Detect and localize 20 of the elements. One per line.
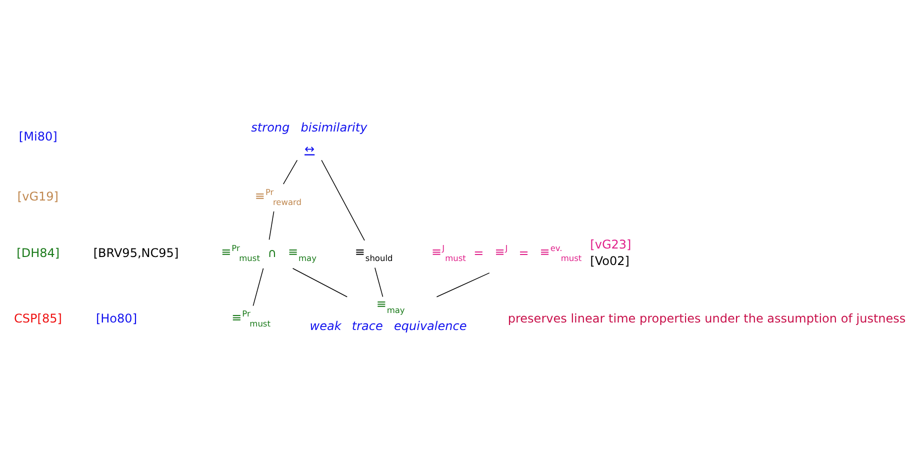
- label: CSP[85]: [14, 310, 62, 325]
- connector: [268, 210, 274, 240]
- label: [Ho80]: [96, 310, 138, 325]
- connector: [436, 272, 490, 297]
- connector: [374, 266, 384, 297]
- node-text: ≡$_{may}$ weak trace equivalence: [310, 296, 467, 332]
- connector: [252, 267, 264, 306]
- node-text: strong bisimilarity ↔: [251, 120, 368, 156]
- label: [DH84]: [16, 245, 60, 260]
- connector: [321, 159, 365, 240]
- connector: [283, 159, 298, 184]
- connector: [292, 267, 348, 297]
- node-text: ≡$^{Pr}$$_{must}$ ∩ ≡$_{may}$: [221, 242, 317, 263]
- node-label: [vG23]: [590, 237, 632, 252]
- label: [BRV95,NC95]: [93, 245, 179, 260]
- label: preserves linear time properties under the assumption of justness: [508, 310, 906, 325]
- label: [vG19]: [17, 189, 59, 204]
- label: [Mi80]: [18, 128, 58, 143]
- node-label: [Vo02]: [590, 254, 630, 268]
- node-text: ≡$_{should}$: [354, 244, 393, 263]
